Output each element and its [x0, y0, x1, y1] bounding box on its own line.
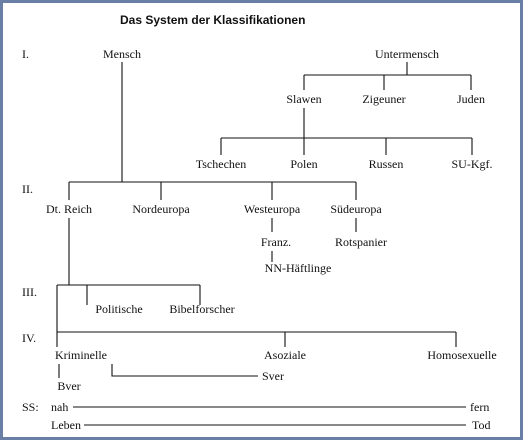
level-label-ii: II.: [22, 182, 33, 196]
node-untermensch: Untermensch: [375, 47, 439, 61]
level-label-i: I.: [22, 47, 29, 61]
node-politische: Politische: [95, 302, 142, 316]
level-label-ss: SS:: [22, 400, 39, 414]
node-nn-haeftlinge: NN-Häftlinge: [265, 261, 332, 275]
node-homosexuelle: Homosexuelle: [427, 348, 496, 362]
node-polen: Polen: [290, 157, 317, 171]
node-su-kgf: SU-Kgf.: [452, 157, 493, 171]
node-nordeuropa: Nordeuropa: [132, 202, 190, 216]
node-juden: Juden: [457, 92, 485, 106]
node-zigeuner: Zigeuner: [362, 92, 405, 106]
node-asoziale: Asoziale: [264, 348, 306, 362]
node-dt-reich: Dt. Reich: [46, 202, 92, 216]
node-russen: Russen: [369, 157, 404, 171]
node-bibelforscher: Bibelforscher: [169, 302, 234, 316]
level-label-iii: III.: [22, 285, 37, 299]
node-bver: Bver: [57, 379, 80, 393]
scale-start-leben: Leben: [51, 418, 81, 432]
node-sver: Sver: [262, 369, 284, 383]
connector-to-sver: [111, 364, 258, 377]
scale-end-tod: Tod: [472, 418, 491, 432]
node-rotspanier: Rotspanier: [335, 235, 387, 249]
diagram-title: Das System der Klassifikationen: [120, 13, 305, 27]
node-kriminelle: Kriminelle: [55, 348, 107, 362]
node-suedeuropa: Südeuropa: [330, 202, 382, 216]
node-franz: Franz.: [261, 235, 291, 249]
node-slawen: Slawen: [286, 92, 321, 106]
node-mensch: Mensch: [103, 47, 141, 61]
classification-diagram: Das System der Klassifikationen I. II. I…: [22, 13, 497, 432]
level-label-iv: IV.: [22, 331, 36, 345]
scale-start-nah: nah: [51, 400, 68, 414]
scale-end-fern: fern: [470, 400, 489, 414]
node-westeuropa: Westeuropa: [244, 202, 301, 216]
node-tschechen: Tschechen: [196, 157, 246, 171]
